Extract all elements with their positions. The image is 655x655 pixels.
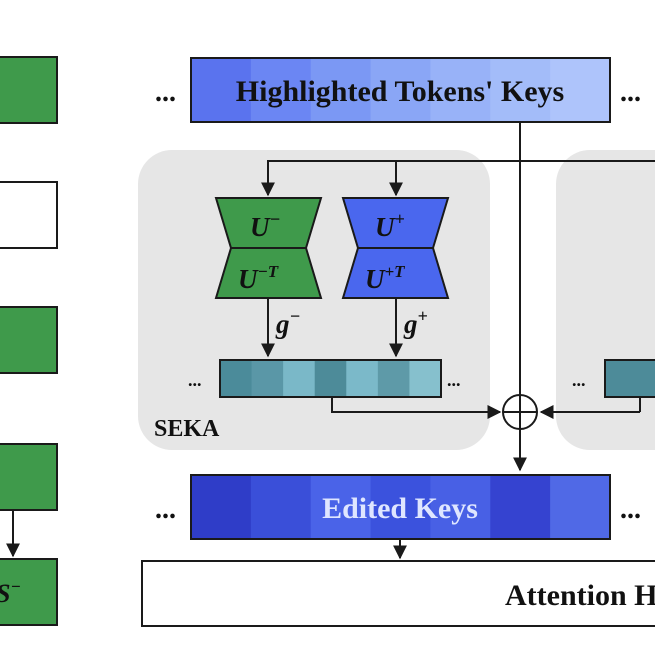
top-bar-cell (550, 58, 611, 122)
projector-neg-bottom-label: U−T (238, 262, 279, 294)
seka-vector-cell (220, 360, 253, 397)
seka-vector-cell (409, 360, 442, 397)
attention-box (141, 560, 655, 627)
partial-vector (604, 359, 655, 398)
top-bar-ellipsis-left: ... (155, 77, 176, 108)
seka-vector-cell (283, 360, 316, 397)
left-green-box-4 (0, 558, 58, 626)
seka-label: SEKA (154, 416, 220, 442)
top-bar (190, 57, 611, 123)
left-green-box-2 (0, 306, 58, 374)
seka-vector-cell (346, 360, 379, 397)
left-green-box-3 (0, 443, 58, 511)
top-bar-cell (191, 58, 252, 122)
top-bar-cell (250, 58, 312, 122)
top-bar-ellipsis-right: ... (620, 77, 641, 108)
sum-node (502, 394, 538, 430)
edited-bar-label: Edited Keys (322, 492, 478, 525)
edited-bar-ellipsis-right: ... (620, 494, 641, 525)
edited-bar-cell (250, 475, 312, 539)
edited-bar-cell (550, 475, 611, 539)
edited-bar-ellipsis-left: ... (155, 494, 176, 525)
projector-pos-top-label: U+ (375, 209, 405, 242)
left-partial-label: S− (0, 577, 21, 608)
edited-bar-cell (490, 475, 551, 539)
top-bar-cell (490, 58, 551, 122)
left-white-box (0, 181, 58, 249)
seka-vector-cell (314, 360, 347, 397)
edited-bar-cell (430, 475, 491, 539)
vector-to-sum-line (331, 397, 502, 419)
top-bar-gradient (191, 58, 611, 122)
gain-neg-label: g− (275, 306, 300, 339)
edited-bar-cell (191, 475, 252, 539)
attention-box-label: Attention H (505, 579, 655, 612)
top-bar-cell (430, 58, 491, 122)
gain-pos-label: g+ (403, 306, 428, 339)
left-green-box-1 (0, 56, 58, 124)
top-bar-label: Highlighted Tokens' Keys (236, 75, 564, 108)
edited-bar-gradient (191, 475, 611, 539)
projector-neg-bottom (214, 247, 323, 299)
projector-pos-bottom-label: U+T (365, 262, 405, 294)
seka-vector-ellipsis-left: ... (188, 370, 202, 390)
seka-vector-ellipsis-right: ... (447, 370, 461, 390)
edited-bar-cell (370, 475, 432, 539)
top-bar-cell (310, 58, 372, 122)
seka-panel (138, 150, 490, 450)
seka-vector-cell (251, 360, 284, 397)
top-bar-cell (370, 58, 432, 122)
edited-bar-cell (310, 475, 372, 539)
seka-vector-gradient (220, 360, 442, 397)
partial-vector-ellipsis: ... (572, 370, 586, 390)
seka-vector-cell (377, 360, 411, 397)
projector-pos-bottom (341, 247, 450, 299)
projector-neg-top-label: U− (250, 209, 280, 242)
seka-vector (219, 359, 442, 398)
